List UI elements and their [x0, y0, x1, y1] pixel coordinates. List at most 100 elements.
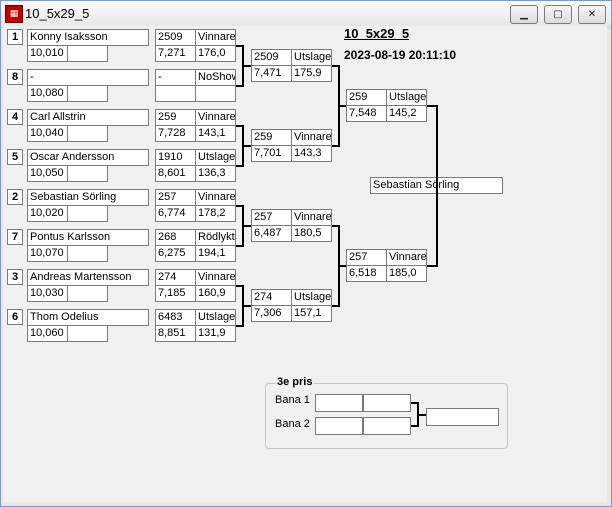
speed[interactable]: 143,3	[291, 145, 332, 162]
seed-time[interactable]: 10,050	[27, 165, 68, 182]
driver-name[interactable]: -	[27, 69, 149, 86]
reaction-time[interactable]: 2509	[155, 29, 196, 46]
connector-line	[242, 305, 251, 307]
speed[interactable]: 175,9	[291, 65, 332, 82]
connector-line	[236, 85, 243, 87]
race-result[interactable]: Vinnare	[291, 209, 332, 226]
seed-time[interactable]: 10,010	[27, 45, 68, 62]
elapsed-time[interactable]	[155, 85, 196, 102]
seed-time[interactable]: 10,070	[27, 245, 68, 262]
elapsed-time[interactable]: 7,701	[251, 145, 292, 162]
connector-line	[236, 205, 243, 207]
lane-field[interactable]	[67, 325, 108, 342]
driver-name[interactable]: Pontus Karlsson	[27, 229, 149, 246]
race-result[interactable]: Rödlyktan	[195, 229, 236, 246]
lane1-label: Bana 1	[275, 394, 310, 406]
elapsed-time[interactable]: 7,271	[155, 45, 196, 62]
seed-time[interactable]: 10,030	[27, 285, 68, 302]
minimize-button[interactable]: ▁	[510, 5, 538, 24]
elapsed-time[interactable]: 7,185	[155, 285, 196, 302]
reaction-time[interactable]: 259	[346, 89, 387, 106]
speed[interactable]: 145,2	[386, 105, 427, 122]
driver-name[interactable]: Carl Allstrin	[27, 109, 149, 126]
speed[interactable]: 180,5	[291, 225, 332, 242]
connector-line	[332, 305, 339, 307]
reaction-time[interactable]: 257	[155, 189, 196, 206]
elapsed-time[interactable]: 7,728	[155, 125, 196, 142]
race-result[interactable]: Utslagen	[195, 309, 236, 326]
speed[interactable]: 136,3	[195, 165, 236, 182]
reaction-time[interactable]: 274	[251, 289, 292, 306]
seed-time[interactable]: 10,020	[27, 205, 68, 222]
reaction-time[interactable]: -	[155, 69, 196, 86]
third-place-result[interactable]	[426, 408, 499, 426]
speed[interactable]: 143,1	[195, 125, 236, 142]
elapsed-time[interactable]: 8,601	[155, 165, 196, 182]
lane-field[interactable]	[67, 85, 108, 102]
seed-time[interactable]: 10,080	[27, 85, 68, 102]
elapsed-time[interactable]: 7,471	[251, 65, 292, 82]
lane-field[interactable]	[67, 165, 108, 182]
reaction-time[interactable]: 257	[346, 249, 387, 266]
speed[interactable]	[195, 85, 236, 102]
elapsed-time[interactable]: 7,548	[346, 105, 387, 122]
reaction-time[interactable]: 2509	[251, 49, 292, 66]
close-button[interactable]: ✕	[578, 5, 606, 24]
elapsed-time[interactable]: 7,306	[251, 305, 292, 322]
driver-name[interactable]: Sebastian Sörling	[27, 189, 149, 206]
seed-time[interactable]: 10,040	[27, 125, 68, 142]
reaction-time[interactable]: 259	[251, 129, 292, 146]
elapsed-time[interactable]: 6,275	[155, 245, 196, 262]
race-result[interactable]: Utslagen	[291, 289, 332, 306]
speed[interactable]: 185,0	[386, 265, 427, 282]
seed-time[interactable]: 10,060	[27, 325, 68, 342]
seed-number: 5	[7, 149, 23, 165]
reaction-time[interactable]: 257	[251, 209, 292, 226]
elapsed-time[interactable]: 8,851	[155, 325, 196, 342]
elapsed-time[interactable]: 6,518	[346, 265, 387, 282]
speed[interactable]: 178,2	[195, 205, 236, 222]
race-result[interactable]: Vinnare	[195, 29, 236, 46]
driver-name[interactable]: Oscar Andersson	[27, 149, 149, 166]
race-result[interactable]: Utslagen	[291, 49, 332, 66]
elapsed-time[interactable]: 6,774	[155, 205, 196, 222]
race-title: 10_5x29_5	[344, 26, 410, 41]
third-lane2-name[interactable]	[315, 417, 363, 435]
connector-line	[332, 145, 339, 147]
speed[interactable]: 131,9	[195, 325, 236, 342]
seed-number: 1	[7, 29, 23, 45]
third-lane2-value[interactable]	[363, 417, 411, 435]
lane-field[interactable]	[67, 125, 108, 142]
elapsed-time[interactable]: 6,487	[251, 225, 292, 242]
race-result[interactable]: Vinnare	[195, 109, 236, 126]
third-lane1-name[interactable]	[315, 394, 363, 412]
race-result[interactable]: Utslagen	[195, 149, 236, 166]
reaction-time[interactable]: 1910	[155, 149, 196, 166]
speed[interactable]: 194,1	[195, 245, 236, 262]
lane-field[interactable]	[67, 245, 108, 262]
driver-name[interactable]: Thom Odelius	[27, 309, 149, 326]
reaction-time[interactable]: 6483	[155, 309, 196, 326]
speed[interactable]: 160,9	[195, 285, 236, 302]
title-bar[interactable]: ▦ 10_5x29_5 ▁ ▢ ✕	[1, 1, 611, 28]
lane-field[interactable]	[67, 205, 108, 222]
connector-line	[436, 105, 438, 267]
race-result[interactable]: Utslagen	[386, 89, 427, 106]
race-result[interactable]: NoShow	[195, 69, 236, 86]
lane-field[interactable]	[67, 45, 108, 62]
maximize-button[interactable]: ▢	[544, 5, 572, 24]
race-result[interactable]: Vinnare	[195, 269, 236, 286]
race-result[interactable]: Vinnare	[195, 189, 236, 206]
reaction-time[interactable]: 274	[155, 269, 196, 286]
speed[interactable]: 157,1	[291, 305, 332, 322]
lane-field[interactable]	[67, 285, 108, 302]
driver-name[interactable]: Andreas Martensson	[27, 269, 149, 286]
race-result[interactable]: Vinnare	[386, 249, 427, 266]
reaction-time[interactable]: 259	[155, 109, 196, 126]
race-result[interactable]: Vinnare	[291, 129, 332, 146]
speed[interactable]: 176,0	[195, 45, 236, 62]
reaction-time[interactable]: 268	[155, 229, 196, 246]
third-lane1-value[interactable]	[363, 394, 411, 412]
third-place-group	[265, 383, 508, 449]
driver-name[interactable]: Konny Isaksson	[27, 29, 149, 46]
